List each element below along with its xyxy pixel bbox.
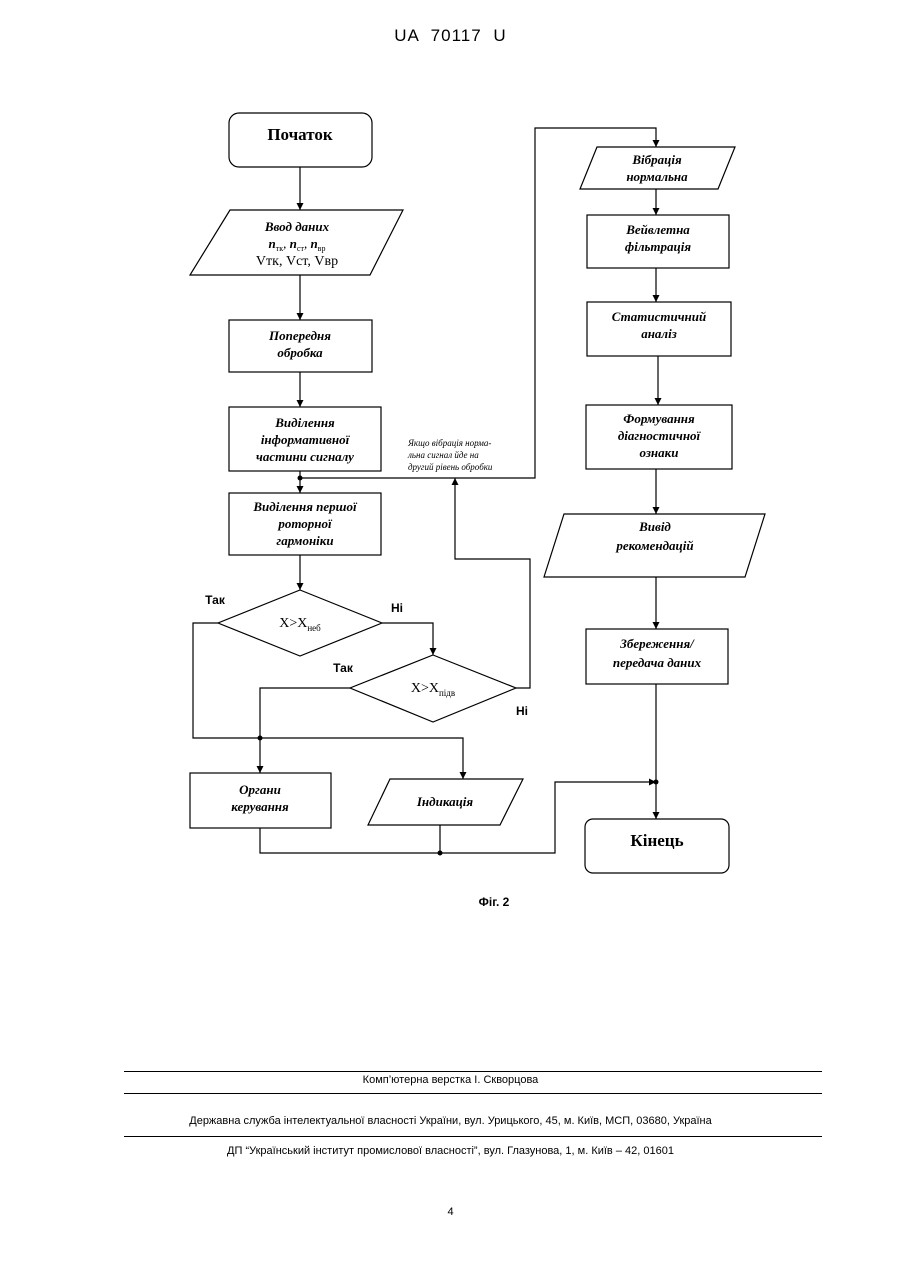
statistical-line-2: аналіз (641, 326, 677, 341)
footer-divider (124, 1093, 822, 1094)
note-line-1: Якщо вібрація норма- (407, 438, 491, 448)
preprocessing-line-2: обробка (277, 345, 323, 360)
junction-dot (438, 851, 443, 856)
junction-dot (654, 780, 659, 785)
indication-label: Індикація (416, 794, 474, 809)
controls-line-1: Органи (239, 782, 281, 797)
note-line-2: льна сигнал йде на (407, 450, 479, 460)
extract-info-line-1: Виділення (274, 415, 335, 430)
decision-2-yes-label: Так (333, 661, 354, 675)
controls-line-2: керування (231, 799, 289, 814)
extract-harmonic-line-2: роторної (277, 516, 333, 531)
connector-decision2-yes (260, 688, 350, 773)
decision-1-condition: X>Xнеб (279, 616, 321, 633)
connector-bottom-join (260, 782, 656, 853)
footer-agency: Державна служба інтелектуальної власност… (0, 1115, 901, 1127)
diagnostic-line-3: ознаки (640, 445, 679, 460)
connector-decision1-yes (193, 623, 463, 779)
extract-harmonic-line-1: Виділення першої (252, 499, 358, 514)
wavelet-line-1: Вейвлетна (625, 222, 690, 237)
recommendations-line-2: рекомендацій (615, 538, 693, 553)
end-label: Кінець (630, 831, 683, 850)
decision-1-no-label: Ні (391, 601, 403, 615)
preprocessing-line-1: Попередня (268, 328, 331, 343)
page-number: 4 (0, 1206, 901, 1218)
vibration-normal-line-2: нормальна (626, 169, 688, 184)
decision-1-yes-label: Так (205, 593, 226, 607)
extract-info-line-3: частини сигналу (256, 449, 354, 464)
diagnostic-line-2: діагностичної (618, 428, 702, 443)
statistical-line-1: Статистичний (612, 309, 706, 324)
junction-dot (258, 736, 263, 741)
connector-decision1-no (382, 623, 433, 655)
diagnostic-line-1: Формування (623, 411, 695, 426)
extract-info-line-2: інформативної (261, 432, 351, 447)
wavelet-line-2: фільтрація (625, 239, 691, 254)
decision-2-no-label: Ні (516, 704, 528, 718)
footer-divider (124, 1071, 822, 1072)
save-line-1: Збереження/ (619, 636, 695, 651)
vibration-normal-line-1: Вібрація (631, 152, 682, 167)
junction-dot (298, 476, 303, 481)
footer-typesetting: Комп’ютерна верстка І. Скворцова (0, 1074, 901, 1086)
input-n-values: nтк, nст, nвр (269, 236, 326, 253)
start-label: Початок (267, 125, 333, 144)
footer-divider (124, 1136, 822, 1137)
save-line-2: передача даних (613, 655, 702, 670)
figure-caption: Фіг. 2 (479, 895, 510, 909)
note-line-3: другий рівень обробки (408, 462, 493, 472)
input-label: Ввод даних (264, 219, 330, 234)
footer-institute: ДП “Український інститут промислової вла… (0, 1145, 901, 1157)
connector-decision2-no-loop (455, 478, 530, 688)
extract-harmonic-line-3: гармоніки (276, 533, 333, 548)
connector-to-vibration-normal (300, 128, 656, 478)
input-v-values: Vтк, Vст, Vвр (256, 254, 338, 269)
decision-2-condition: X>Xпідв (411, 681, 455, 698)
recommendations-line-1: Вивід (638, 519, 671, 534)
